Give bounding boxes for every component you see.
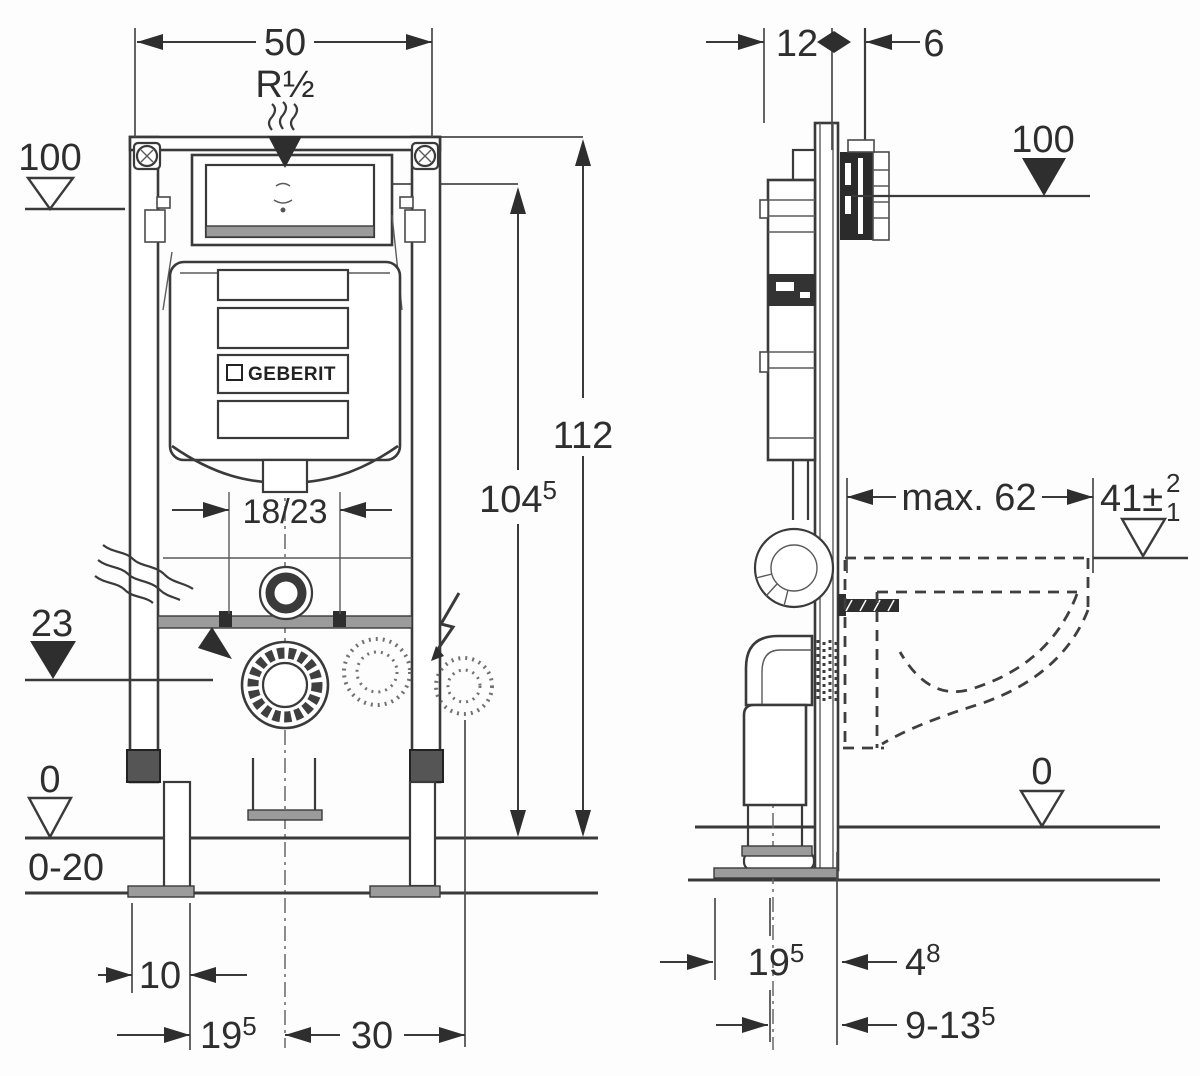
inspection-box-sill <box>205 225 375 238</box>
water-supply-icon <box>94 544 232 659</box>
dim-max-depth: max. 62 <box>901 477 1036 519</box>
datum-triangle-open-icon <box>1119 517 1168 559</box>
bend-spokes <box>755 573 789 607</box>
dim-frame-depth: 12 <box>776 23 818 65</box>
dim-floor-level: 0 <box>1031 751 1052 793</box>
dim-inlet-height: 100 <box>18 137 81 179</box>
bracket-cap <box>847 139 875 153</box>
pipes-front <box>94 544 494 730</box>
right-rail-endcap <box>409 749 444 783</box>
lightning-break-icon <box>431 592 461 661</box>
right-foot-plate <box>369 885 441 898</box>
dim-10: 10 <box>139 955 181 997</box>
dim-outlet-height: 23 <box>31 603 73 645</box>
screw-icon <box>413 144 437 168</box>
fixing-bolt <box>219 611 232 627</box>
water-inlet-icon <box>267 101 302 168</box>
datum-triangle-open-icon <box>25 176 76 212</box>
dim-total-height: 112 <box>553 415 614 457</box>
right-leg <box>408 780 437 888</box>
dim-19-5: 195 <box>200 1011 257 1057</box>
drain-elbow <box>744 634 814 707</box>
valve-slot <box>800 292 810 298</box>
cistern-slot <box>216 399 350 440</box>
front-view: GEBERIT <box>18 22 613 1057</box>
left-rail-endcap <box>126 749 161 783</box>
screw-cross-icon <box>418 149 432 163</box>
filler-cap <box>791 148 817 182</box>
cistern-side <box>741 148 899 857</box>
shared-arrow-diamond <box>817 31 851 53</box>
bracket-slot <box>845 196 851 214</box>
cistern-tab <box>759 351 769 373</box>
pipe-clamp <box>404 209 426 243</box>
dim-frame-width: 50 <box>264 22 306 64</box>
left-leg <box>162 780 192 890</box>
dim-9-13-5: 9-135 <box>905 1001 996 1047</box>
drain-pipe-base <box>741 845 813 857</box>
bracket-tab <box>399 196 414 209</box>
dimensions-front: 50 R½ 100 112 1045 18/23 <box>18 22 613 1057</box>
bolt-nut <box>838 594 846 616</box>
seal-gasket <box>816 640 838 702</box>
flush-pipe-seal <box>265 572 307 614</box>
dim-height-104: 1045 <box>479 475 557 521</box>
fill-valve-icon <box>273 182 293 204</box>
fill-valve-dot <box>280 207 286 213</box>
brand-logo: GEBERIT <box>248 364 336 385</box>
cistern-slot <box>216 306 350 350</box>
logo-square-icon <box>226 364 243 381</box>
dim-floor-level: 0 <box>39 759 60 801</box>
pan-fixing-bolt <box>843 599 899 612</box>
dim-floor-range: 0-20 <box>28 847 104 889</box>
water-inlet-label: R½ <box>255 64 314 106</box>
cistern-profile <box>766 178 817 462</box>
dim-bowl-tol-plus: 2 <box>1166 468 1180 498</box>
foot-plate <box>713 867 839 879</box>
dim-rail-height: 100 <box>1011 119 1074 161</box>
dim-wall-gap: 6 <box>923 23 944 65</box>
bolt-hatch <box>845 599 895 612</box>
cistern-tab <box>759 199 769 219</box>
flush-bend-tab <box>261 458 309 494</box>
screw-cross-icon <box>140 149 154 163</box>
rail-profile <box>813 121 840 872</box>
dim-19-5: 195 <box>748 938 805 984</box>
drain-outlet-seal <box>247 647 323 723</box>
datum-triangle-open-icon <box>26 796 74 840</box>
drain-outlet-bore <box>261 661 309 709</box>
cistern-slot <box>216 268 350 302</box>
alt-outlet-positions <box>342 637 494 716</box>
wc-pan-outline <box>843 556 1090 750</box>
valve-slot <box>776 282 794 291</box>
side-view: 12 6 100 max. 62 41± 2 1 0 <box>660 23 1188 1050</box>
datum-triangle-filled-icon <box>1022 158 1066 196</box>
left-foot-plate <box>127 885 195 898</box>
dimensions-side: 12 6 100 max. 62 41± 2 1 0 <box>660 23 1188 1047</box>
trap-body <box>742 703 808 807</box>
fixing-bolt <box>333 611 346 627</box>
dim-4-8: 48 <box>905 938 941 984</box>
drain-chase <box>251 758 317 812</box>
screw-icon <box>135 144 159 168</box>
cistern-front: GEBERIT <box>168 260 402 614</box>
datum-triangle-open-icon <box>1018 789 1066 829</box>
dim-bowl-tol-minus: 1 <box>1166 497 1180 527</box>
dim-30: 30 <box>351 1015 393 1057</box>
bracket-slot <box>845 163 851 185</box>
drain-pipe <box>746 805 804 848</box>
hanger-rods <box>228 492 341 614</box>
pipe-clamp <box>144 209 166 243</box>
dim-flush-offset: 18/23 <box>242 493 327 531</box>
bracket-tab <box>156 196 171 209</box>
flush-pipe <box>791 460 810 520</box>
datum-triangle-filled-icon <box>30 641 76 679</box>
dim-bowl-height: 41± <box>1100 478 1163 520</box>
drain-chase-base <box>247 809 323 821</box>
